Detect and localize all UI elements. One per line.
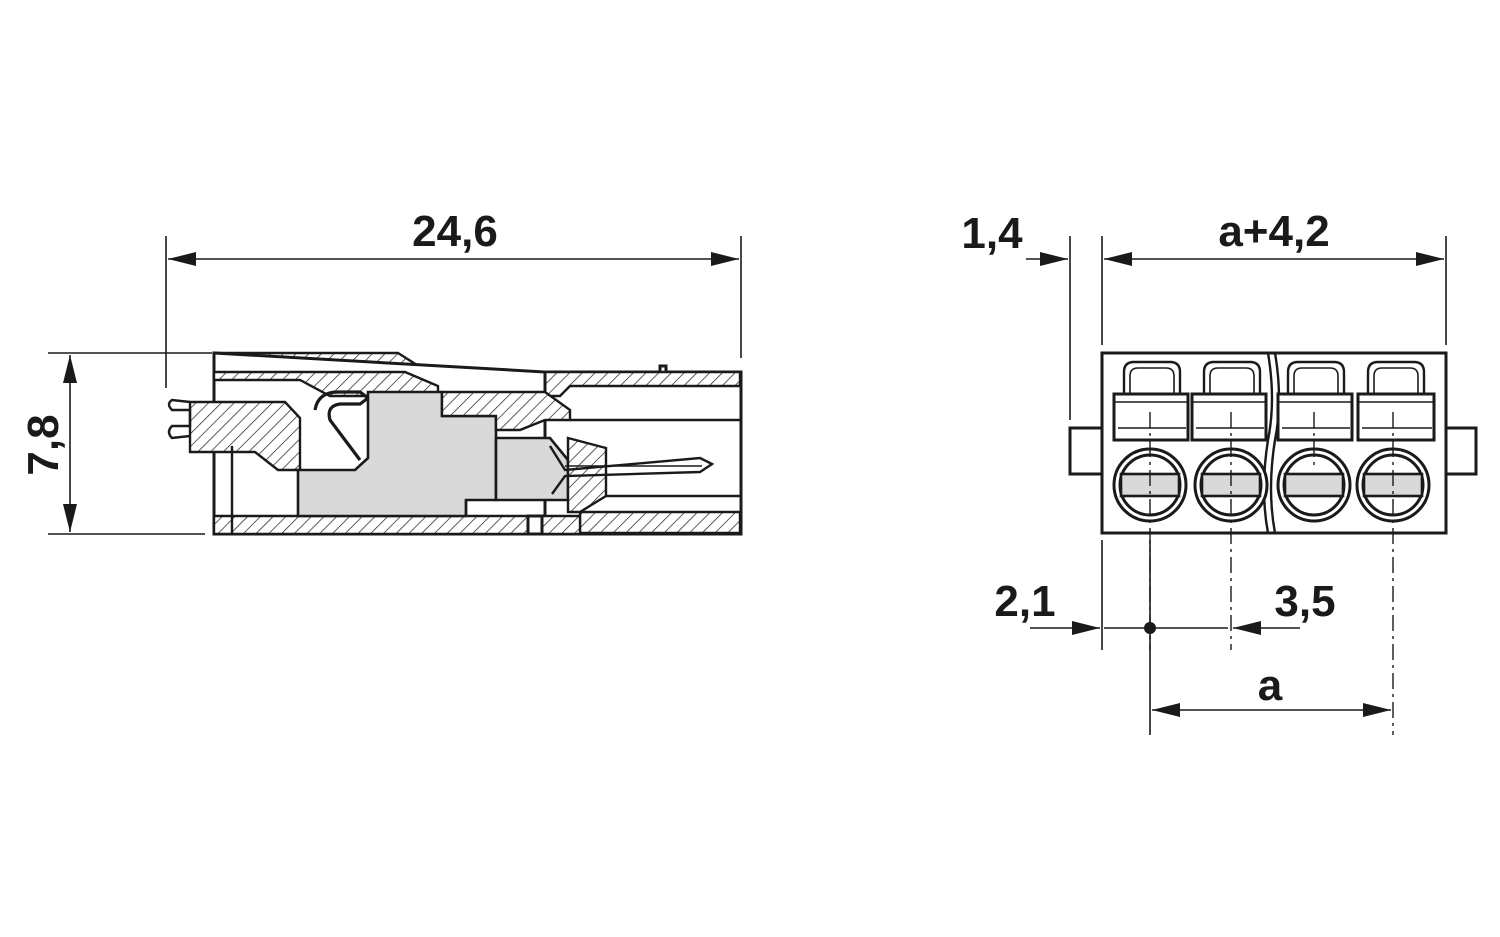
dimension-width: 1,4 a+4,2 [961, 207, 1447, 420]
offset-top-label: 1,4 [961, 209, 1023, 258]
bottom-notch [526, 514, 544, 536]
wire-clamp [1283, 472, 1345, 498]
dimension-origin-dot [1144, 622, 1156, 634]
width-label: a+4,2 [1218, 207, 1329, 256]
break-line-left [1262, 352, 1274, 534]
side-view: 24,6 7,8 [19, 207, 743, 536]
connector-side-section [167, 351, 743, 536]
spring-clip [313, 390, 371, 461]
release-button [1356, 392, 1436, 442]
bottom-wall-section [212, 514, 582, 536]
right-flange [1442, 426, 1478, 476]
contact-pin [548, 445, 715, 495]
latch-section [188, 400, 302, 472]
insert-top-section [440, 390, 572, 432]
height-label: 7,8 [19, 414, 68, 475]
pole-3 [1276, 360, 1354, 523]
offset-bottom-label: 2,1 [994, 577, 1055, 626]
dimension-pitch: 2,1 3,5 [994, 540, 1336, 735]
span-label: a [1258, 661, 1283, 710]
front-view: 1,4 a+4,2 [961, 207, 1478, 735]
pitch-label: 3,5 [1274, 577, 1335, 626]
release-button [1276, 392, 1354, 442]
contact-socket [494, 436, 570, 502]
right-bottom-section [578, 510, 742, 535]
break-line-right [1269, 352, 1281, 534]
release-tab [1122, 360, 1182, 394]
dimension-length: 24,6 [165, 207, 742, 388]
release-tab [1286, 360, 1346, 394]
release-button [1190, 392, 1268, 442]
release-button [1112, 392, 1190, 442]
left-flange [1068, 426, 1106, 476]
release-fork [167, 398, 192, 440]
dimension-span: a [1152, 661, 1391, 717]
connector-front [1068, 351, 1478, 735]
release-tab [1366, 360, 1426, 394]
dimension-height: 7,8 [19, 352, 212, 535]
length-label: 24,6 [412, 207, 498, 256]
release-tab [1202, 360, 1262, 394]
